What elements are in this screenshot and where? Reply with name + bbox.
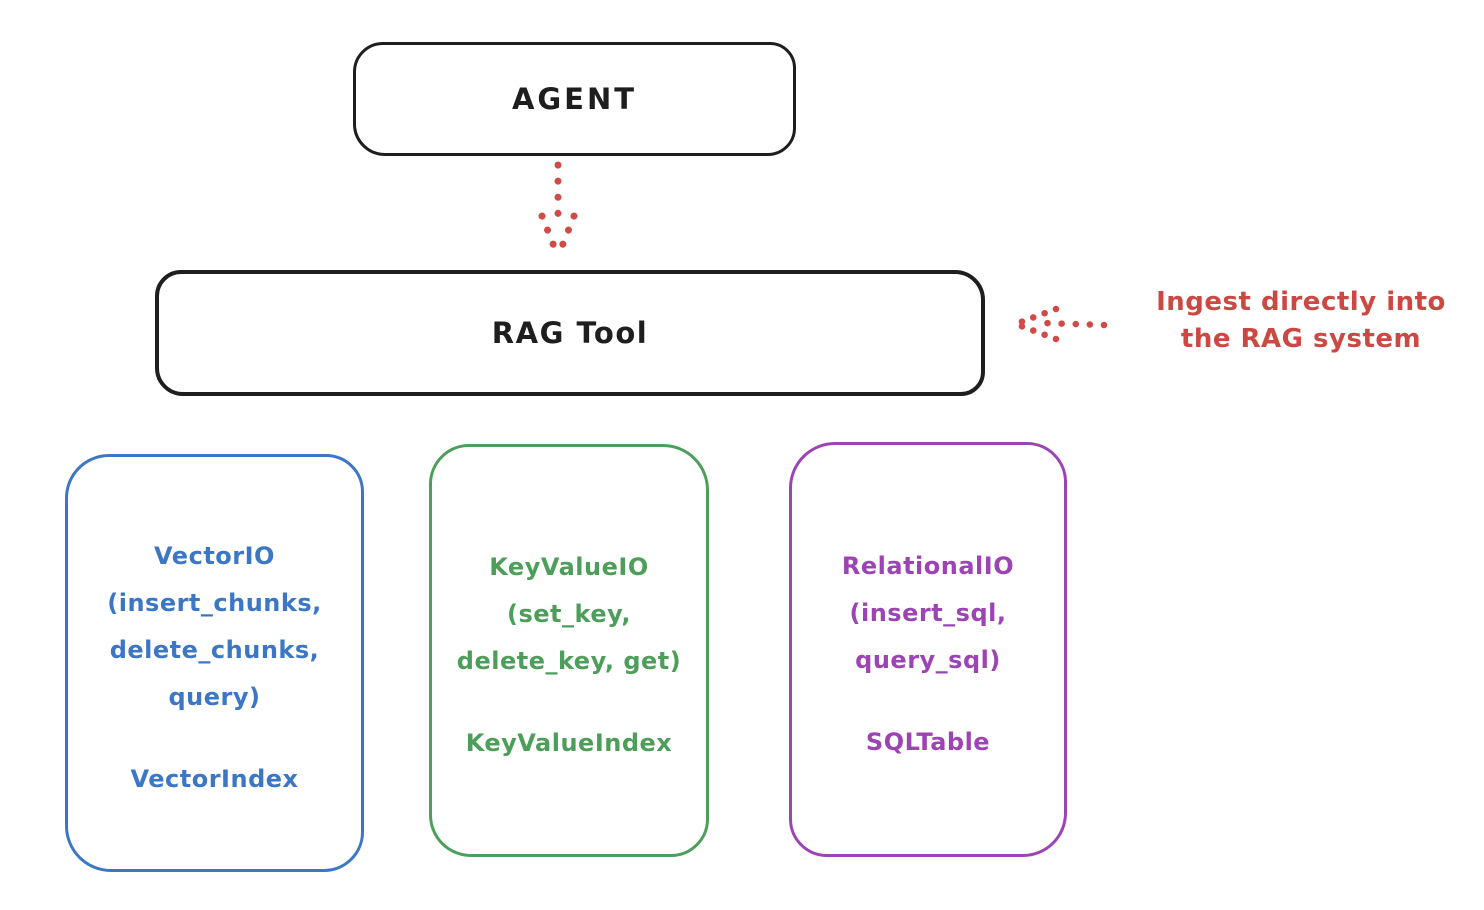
- arrow-head-bottom: [1017, 322, 1060, 343]
- left-dotted-arrow-icon: [1017, 305, 1108, 343]
- node-relational-io: RelationalIO (insert_sql, query_sql) SQL…: [789, 442, 1067, 857]
- key-value-io-label: KeyValueIO (set_key, delete_key, get): [456, 553, 682, 675]
- rag-tool-label: RAG Tool: [491, 316, 649, 350]
- vector-io-label: VectorIO (insert_chunks, delete_chunks, …: [107, 542, 322, 711]
- ingest-annotation: Ingest directly into the RAG system: [1156, 287, 1446, 354]
- down-dotted-arrow-icon: [538, 161, 578, 258]
- agent-label: AGENT: [511, 82, 638, 116]
- node-agent: AGENT: [353, 42, 796, 156]
- node-rag-tool: RAG Tool: [155, 270, 985, 396]
- arrow-head-top: [1017, 305, 1060, 326]
- arrow-head-right: [555, 212, 578, 258]
- key-value-index-label: KeyValueIndex: [465, 728, 673, 757]
- arrow-head-left: [538, 212, 561, 258]
- relational-io-label: RelationalIO (insert_sql, query_sql): [841, 552, 1015, 674]
- node-key-value-io: KeyValueIO (set_key, delete_key, get) Ke…: [429, 444, 709, 857]
- arrow-tail: [1038, 319, 1108, 329]
- sql-table-label: SQLTable: [865, 727, 991, 756]
- vector-index-label: VectorIndex: [130, 764, 299, 793]
- node-vector-io: VectorIO (insert_chunks, delete_chunks, …: [65, 454, 364, 872]
